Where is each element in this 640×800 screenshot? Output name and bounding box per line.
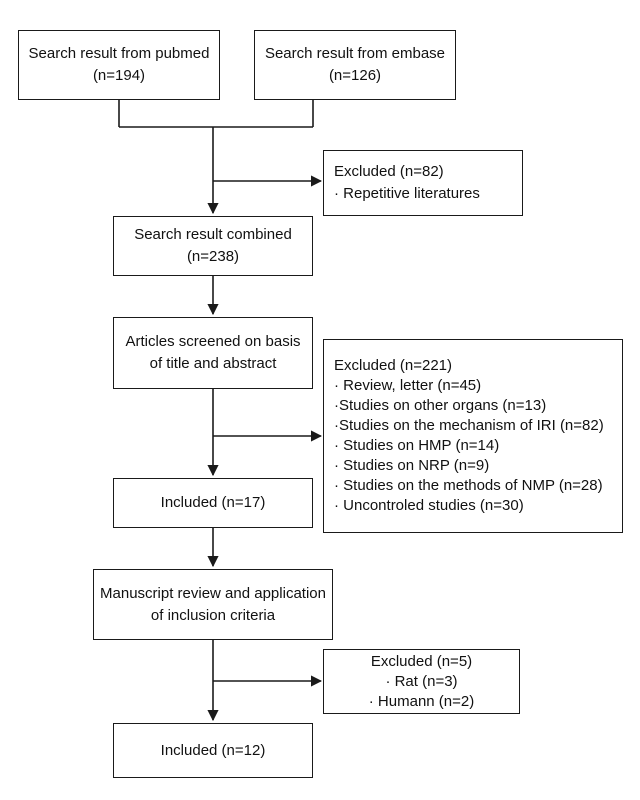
box-line: Search result from pubmed xyxy=(28,45,210,62)
box-line: · Studies on HMP (n=14) xyxy=(334,437,500,454)
box-line: · Uncontroled studies (n=30) xyxy=(334,497,524,514)
box-search-pubmed: Search result from pubmed (n=194) xyxy=(18,30,220,100)
box-search-combined: Search result combined (n=238) xyxy=(113,216,313,276)
box-line: Included (n=12) xyxy=(160,741,266,759)
box-line: · Review, letter (n=45) xyxy=(334,377,482,394)
box-line: Search result combined xyxy=(134,226,292,243)
box-line: Search result from embase xyxy=(264,45,446,62)
box-line: (n=238) xyxy=(186,248,240,265)
box-line: of inclusion criteria xyxy=(150,606,276,624)
box-line: (n=126) xyxy=(328,67,382,84)
box-manuscript-review: Manuscript review and application of inc… xyxy=(93,569,333,640)
box-articles-screened: Articles screened on basis of title and … xyxy=(113,317,313,389)
box-line: Excluded (n=5) xyxy=(370,652,473,670)
box-line: · Humann (n=2) xyxy=(368,692,475,710)
box-line: · Studies on NRP (n=9) xyxy=(334,457,490,474)
box-line: Excluded (n=221) xyxy=(334,357,452,374)
box-excluded-screening: Excluded (n=221) · Review, letter (n=45)… xyxy=(323,339,623,533)
box-excluded-duplicates: Excluded (n=82) · Repetitive literatures xyxy=(323,150,523,216)
box-line: Included (n=17) xyxy=(160,494,266,511)
box-included-17: Included (n=17) xyxy=(113,478,313,528)
box-excluded-fulltext: Excluded (n=5) · Rat (n=3) · Humann (n=2… xyxy=(323,649,520,714)
box-line: · Rat (n=3) xyxy=(385,672,458,690)
box-included-12: Included (n=12) xyxy=(113,723,313,778)
box-line: ·Studies on other organs (n=13) xyxy=(334,397,547,414)
box-line: Articles screened on basis xyxy=(125,333,301,350)
box-search-embase: Search result from embase (n=126) xyxy=(254,30,456,100)
box-line: Excluded (n=82) xyxy=(334,163,444,180)
box-line: of title and abstract xyxy=(149,355,277,372)
box-line: · Repetitive literatures xyxy=(334,185,480,202)
box-line: Manuscript review and application xyxy=(100,584,326,602)
box-line: ·Studies on the mechanism of IRI (n=82) xyxy=(334,417,604,434)
box-line: · Studies on the methods of NMP (n=28) xyxy=(334,477,603,494)
box-line: (n=194) xyxy=(92,67,146,84)
